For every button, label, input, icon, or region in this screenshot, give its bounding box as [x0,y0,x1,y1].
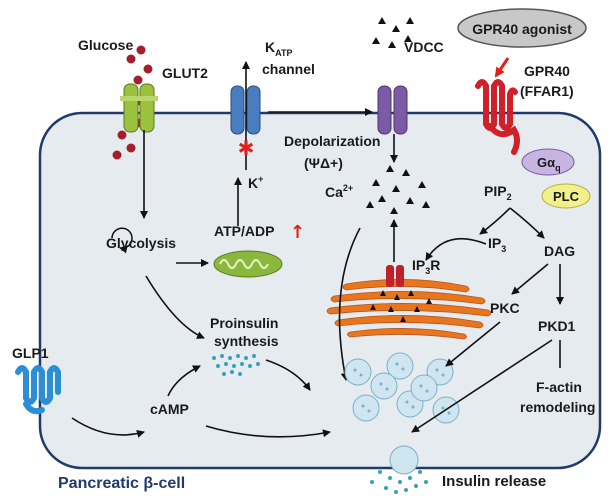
depolarization-label: Depolarization [284,133,380,149]
gpr40-receptor-icon [475,79,518,131]
gpr40-agonist-label: GPR40 agonist [472,21,572,37]
pip2-label: PIP2 [484,183,512,202]
gpr40-label: GPR40 [524,63,570,79]
g-alpha-q-label: Gαq [537,155,561,173]
gpr40-agonist-pill [457,8,587,48]
ca-label: Ca2+ [325,183,353,200]
plc-pill [541,183,591,209]
camp-label: cAMP [150,401,189,417]
katp-block-mark: ✱ [238,136,255,160]
glut2-transporter-icon [120,83,158,133]
granule-cores [353,362,451,415]
proinsulin-dots [212,354,260,376]
g-alpha-q-pill [521,148,575,176]
psi-label: (ΨΔ+) [304,155,343,171]
ip3r-label: IP3R [412,257,440,276]
synthesis-label: synthesis [214,333,279,349]
agonist-arrow [494,57,510,78]
calcium-inside-dots [366,165,430,214]
er-icon [326,279,492,340]
vdcc-channel-icon [377,85,408,135]
glp1-receptor-icon [15,365,61,405]
pkc-label: PKC [490,300,520,316]
plc-label: PLC [553,189,580,204]
ip3-label: IP3 [488,235,506,254]
glut2-label: GLUT2 [162,65,208,81]
proinsulin-label: Proinsulin [210,315,278,331]
katp-channel-label: channel [262,61,315,77]
glucose-label: Glucose [78,37,133,53]
atp-up-arrow: ↑ [290,222,305,243]
cell-label: Pancreatic β-cell [58,475,185,492]
katp-label: KATP [265,39,292,58]
remodeling-label: remodeling [520,399,595,415]
ip3r-channel-icon [386,265,404,287]
insulin-release-label: Insulin release [442,473,546,490]
dag-label: DAG [544,243,575,259]
atp-adp-label: ATP/ADP [214,223,274,239]
k-plus-label: K+ [248,174,263,191]
released-insulin-dots [370,470,428,494]
katp-channel-icon [230,85,261,135]
glycolysis-label: Glycolysis [106,235,176,251]
vdcc-label: VDCC [404,39,444,55]
pkd1-label: PKD1 [538,318,576,334]
calcium-outside-dots [372,17,414,48]
glp1-label: GLP1 [12,345,49,361]
er-calcium-dots [370,290,432,322]
factin-label: F-actin [536,379,582,395]
mitochondrion-icon [213,250,283,278]
exocytosis-granule [389,445,419,475]
ffar1-label: (FFAR1) [520,83,574,99]
